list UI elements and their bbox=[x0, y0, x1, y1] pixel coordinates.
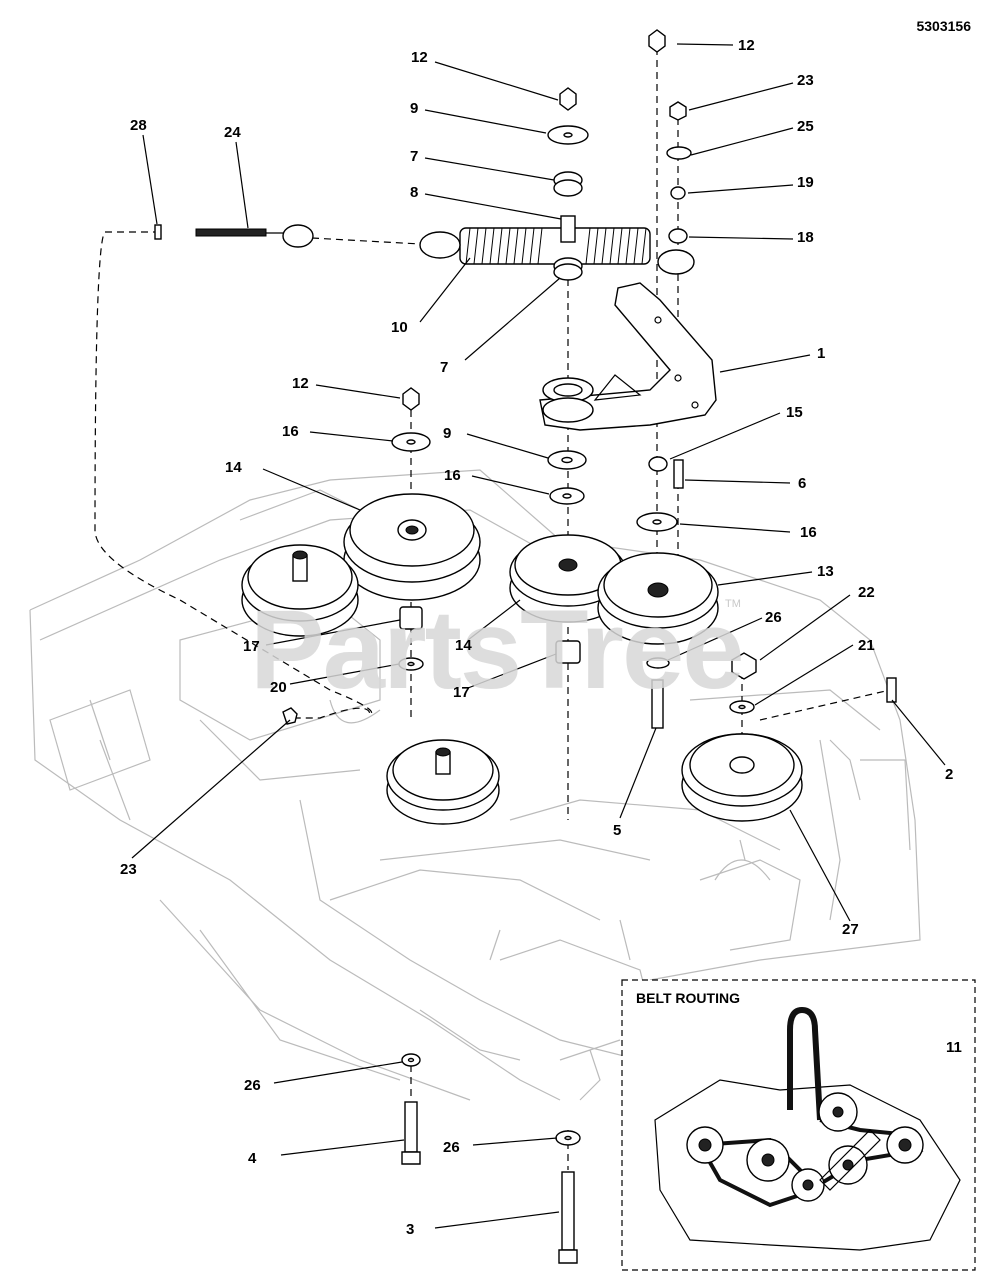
assembly-lines bbox=[94, 48, 891, 1170]
callout-label: 21 bbox=[858, 637, 875, 654]
callout-label: 25 bbox=[797, 118, 814, 135]
pulley-spindle-left bbox=[241, 544, 359, 637]
callout-label: 16 bbox=[444, 467, 461, 484]
callout-label: 9 bbox=[410, 100, 419, 117]
callout-label: 18 bbox=[797, 229, 814, 246]
callout-label: 19 bbox=[797, 174, 814, 191]
center-stack bbox=[547, 87, 589, 281]
callout-label: 27 bbox=[842, 921, 859, 938]
callout-label: 15 bbox=[786, 404, 803, 421]
rod-24 bbox=[195, 224, 314, 248]
callout-label: 10 bbox=[391, 319, 408, 336]
callout-label: 16 bbox=[800, 524, 817, 541]
pulley-27 bbox=[681, 733, 803, 822]
spring-10 bbox=[419, 227, 695, 275]
callout-label: 28 bbox=[130, 117, 147, 134]
callout-label: 20 bbox=[270, 679, 287, 696]
callout-label: 14 bbox=[455, 637, 472, 654]
callout-label: 16 bbox=[282, 423, 299, 440]
pulley-14-center bbox=[509, 534, 627, 623]
callout-label: 8 bbox=[410, 184, 419, 201]
right-stack bbox=[648, 29, 692, 244]
callout-label: 26 bbox=[244, 1077, 261, 1094]
callout-label: 5 bbox=[613, 822, 622, 839]
callout-label: 14 bbox=[225, 459, 242, 476]
callout-label: 6 bbox=[798, 475, 807, 492]
pin-28 bbox=[154, 224, 162, 240]
callout-label: 4 bbox=[248, 1150, 257, 1167]
callout-label: 7 bbox=[410, 148, 419, 165]
belt-routing-title: BELT ROUTING bbox=[636, 990, 740, 1006]
callout-label: 17 bbox=[243, 638, 260, 655]
pulley-13 bbox=[597, 552, 719, 645]
pulley-14-left bbox=[343, 493, 481, 601]
watermark-trademark: TM bbox=[725, 598, 741, 610]
pulley-spindle-center bbox=[386, 739, 500, 825]
callout-label: 9 bbox=[443, 425, 452, 442]
document-number: 5303156 bbox=[916, 18, 971, 34]
callout-label: 3 bbox=[406, 1221, 415, 1238]
callout-label: 24 bbox=[224, 124, 241, 141]
callout-label: 7 bbox=[440, 359, 449, 376]
callout-label: 17 bbox=[453, 684, 470, 701]
callout-label: 11 bbox=[946, 1039, 962, 1056]
callout-label: 13 bbox=[817, 563, 834, 580]
idler-arm-1 bbox=[539, 282, 717, 431]
callout-label: 26 bbox=[765, 609, 782, 626]
callout-label: 12 bbox=[738, 37, 755, 54]
callout-label: 23 bbox=[797, 72, 814, 89]
callout-label: 1 bbox=[817, 345, 826, 362]
belt-routing-inset bbox=[621, 979, 976, 1271]
mid-hardware bbox=[282, 387, 897, 729]
callout-label: 23 bbox=[120, 861, 137, 878]
callout-label: 22 bbox=[858, 584, 875, 601]
bottom-hardware bbox=[401, 1053, 581, 1264]
callout-label: 2 bbox=[945, 766, 954, 783]
callout-label: 12 bbox=[411, 49, 428, 66]
callout-label: 12 bbox=[292, 375, 309, 392]
callout-label: 26 bbox=[443, 1139, 460, 1156]
